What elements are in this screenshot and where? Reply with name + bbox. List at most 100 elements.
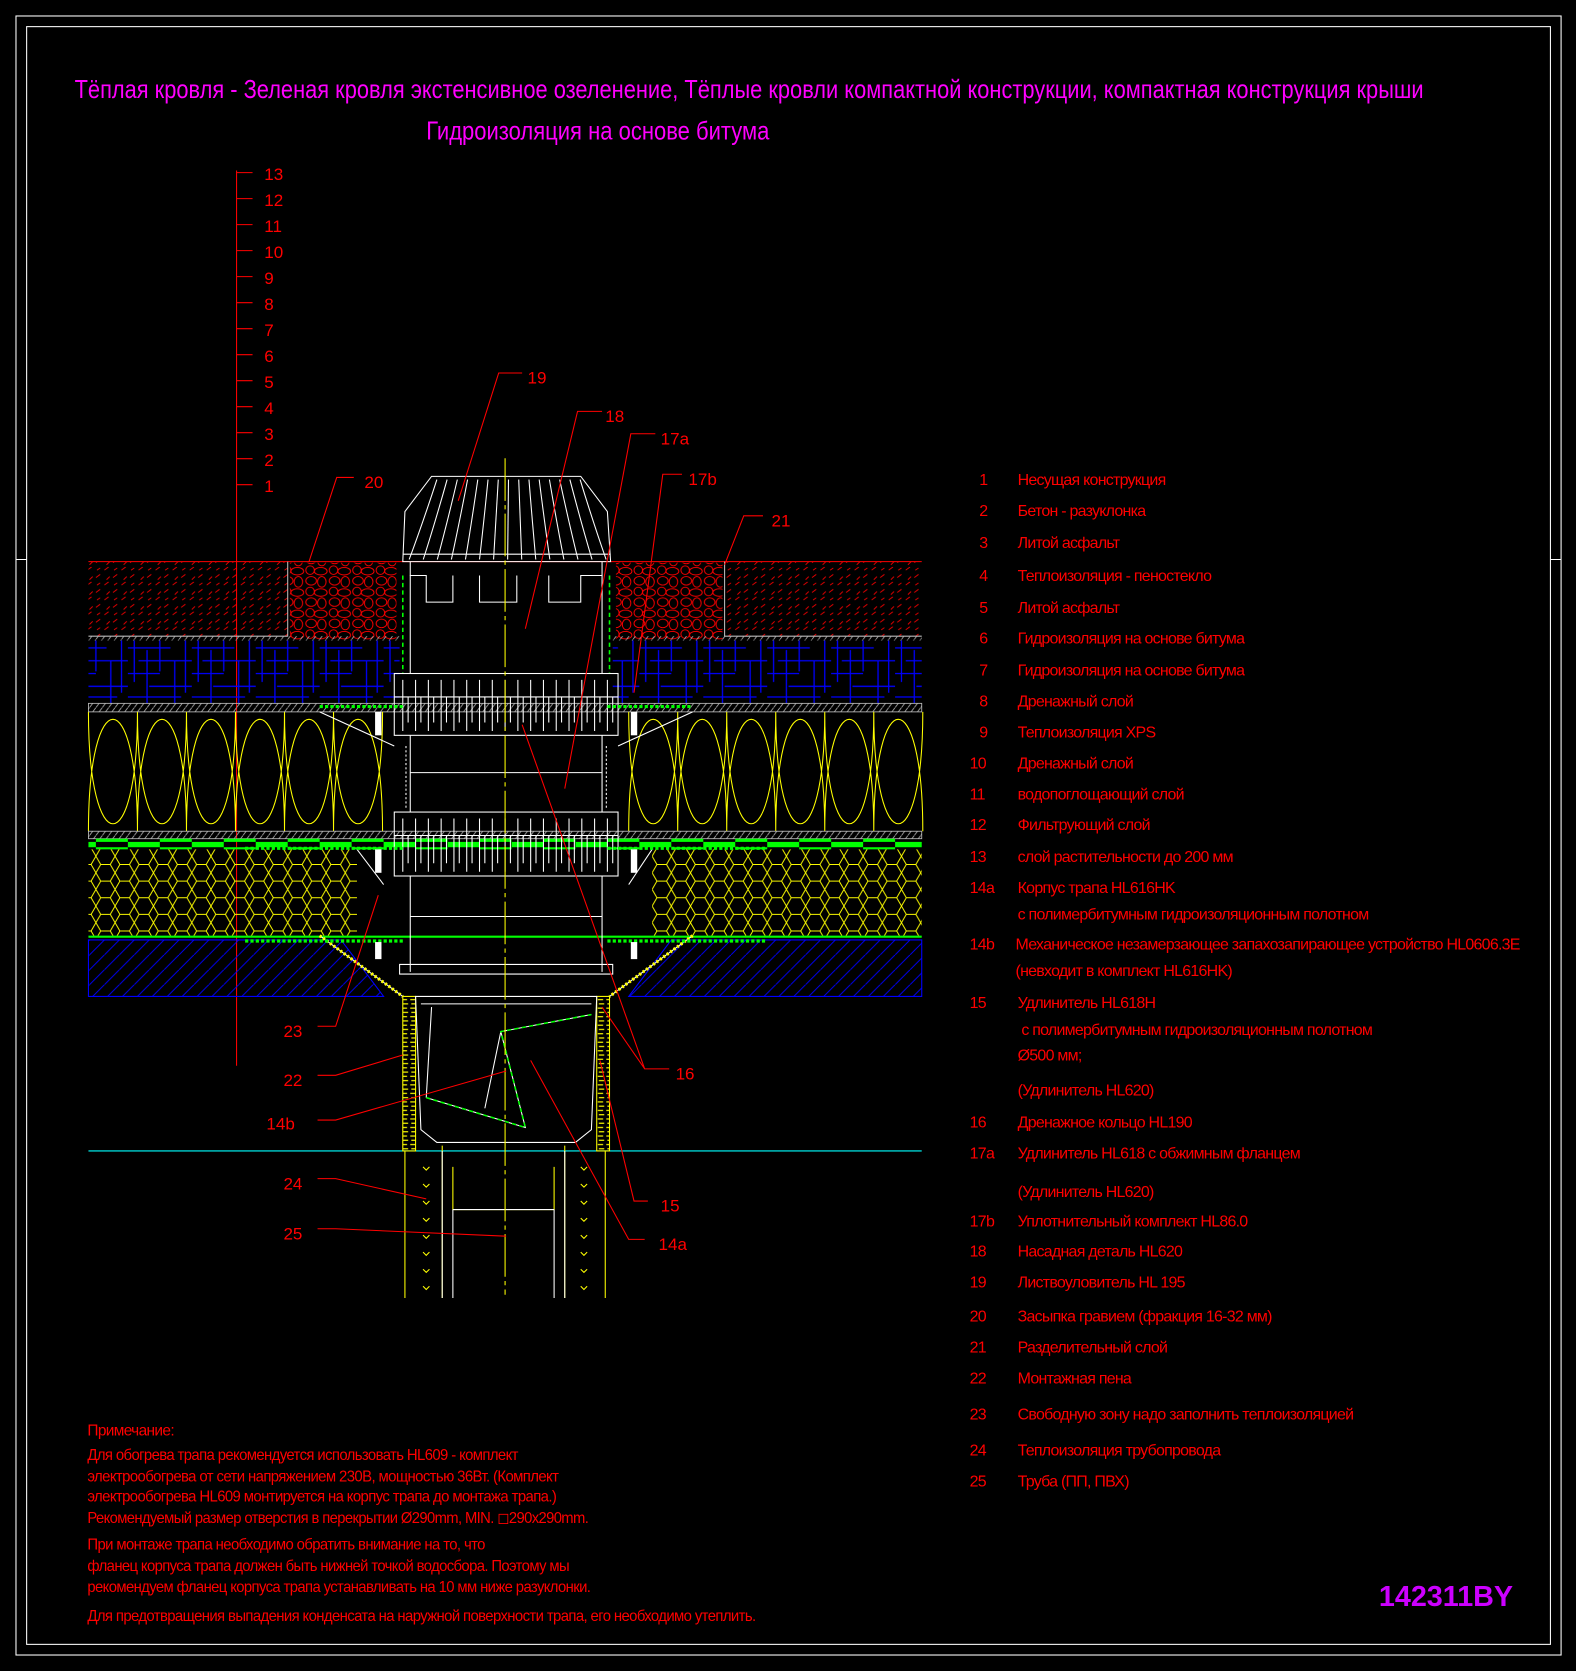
legend-num: 5 [979, 600, 988, 617]
legend-num: 14b [970, 937, 995, 954]
legend-num: 16 [970, 1114, 987, 1131]
legend-num: 10 [970, 755, 987, 772]
ring-slot [440, 679, 448, 732]
legend-text: Дренажное кольцо HL190 [1018, 1114, 1193, 1131]
insulation-mark [422, 1234, 588, 1240]
layer-insulation-xps [87, 711, 924, 832]
ring-slot [517, 679, 524, 732]
drainage-ring [393, 811, 619, 877]
dome-rib [569, 479, 593, 560]
legend-num: 19 [970, 1274, 987, 1291]
layer-drainage-blue [88, 640, 400, 704]
title-line-2: Гидроизоляция на основе битума [426, 118, 770, 146]
dome-rib [408, 479, 438, 560]
layer-foamglass [88, 849, 357, 936]
notes-line: При монтаже трапа необходимо обратить вн… [87, 1537, 485, 1554]
legend-num: 22 [970, 1370, 987, 1387]
callout-17b: 17b [688, 470, 716, 489]
legend-text: Удлинитель HL618H [1018, 995, 1156, 1012]
drawing-code: 142311BY [1379, 1581, 1513, 1613]
ring-slot [594, 679, 601, 732]
insulation-loops [87, 711, 384, 832]
legend-text: Гидроизоляция на основе битума [1018, 631, 1245, 648]
insulation-mark [422, 1268, 588, 1274]
scale-label: 13 [264, 165, 283, 184]
legend-num: 21 [970, 1339, 987, 1356]
ring-slot [530, 679, 537, 732]
scale-label: 5 [264, 373, 273, 392]
scale-label: 1 [264, 477, 273, 496]
insulation-mark [422, 1183, 588, 1188]
ring-slot [555, 818, 563, 872]
callout-19: 19 [527, 369, 546, 388]
ring-slot [517, 818, 524, 872]
insulation-mark [422, 1166, 588, 1171]
ring-slot [568, 818, 575, 872]
dome-rib [518, 479, 523, 560]
scale-label: 6 [264, 347, 273, 366]
notes-line: фланец корпуса трапа должен быть нижней … [87, 1558, 569, 1575]
ring-slot [542, 679, 550, 732]
callout-labels: 19 18 17a 17b 20 21 23 22 14b 24 25 16 1… [266, 369, 790, 1254]
legend-text: Корпус трапа HL616HK [1018, 880, 1176, 897]
leader-lines [308, 372, 763, 1240]
notes-line: электрообогрева HL609 монтируется на кор… [87, 1489, 556, 1506]
odour-trap-flap [425, 1007, 592, 1129]
legend-text: Труба (ПП, ПВХ) [1018, 1474, 1130, 1491]
legend-text: Удлинитель HL618 с обжимным фланцем [1018, 1145, 1300, 1162]
ring-slot [415, 679, 422, 732]
legend-text: Свободную зону надо заполнить теплоизоля… [1018, 1406, 1354, 1423]
legend-text-cont: с полимербитумным гидроизоляционным поло… [1018, 1022, 1373, 1039]
legend-text: Гидроизоляция на основе битума [1018, 663, 1245, 680]
callout-17a: 17a [661, 429, 690, 448]
ring-slot [530, 818, 537, 872]
callout-21: 21 [771, 511, 790, 530]
scale-label: 10 [264, 243, 283, 262]
scale-label: 11 [264, 217, 282, 236]
dome-rib [422, 479, 448, 560]
scale-label: 2 [264, 451, 273, 470]
legend-text-cont: (Удлинитель HL620) [1018, 1083, 1154, 1100]
side-funnels [319, 711, 693, 997]
ring-slot [568, 679, 575, 732]
legend-text: Засыпка гравием (фракция 16-32 мм) [1018, 1308, 1273, 1325]
legend-text: Теплоизоляция XPS [1018, 724, 1156, 741]
notes-line: электрообогрева от сети напряжением 230В… [87, 1468, 559, 1485]
dome-rib [436, 479, 458, 560]
insulation-mark [422, 1251, 588, 1257]
legend-num: 17b [970, 1214, 995, 1231]
callout-14b: 14b [266, 1115, 294, 1134]
legend-num: 13 [970, 849, 987, 866]
legend-num: 9 [979, 724, 988, 741]
notes-line: рекомендуем фланец корпуса трапа устанав… [87, 1579, 590, 1596]
callout-16: 16 [676, 1065, 695, 1084]
ring-slot [440, 818, 448, 872]
pipe-insulation-marks [422, 1166, 588, 1291]
legend-text-cont: (невходит в комплект HL616HK) [1016, 963, 1233, 980]
notes-line: Для предотвращения выпадения конденсата … [87, 1608, 755, 1625]
legend-text: Механическое незамерзающее запахозапираю… [1016, 937, 1520, 954]
legend-text-cont: (Удлинитель HL620) [1018, 1184, 1154, 1201]
legend-text: Дренажный слой [1018, 694, 1133, 711]
legend-text: Монтажная пена [1018, 1370, 1132, 1387]
ring-slot [453, 679, 460, 732]
legend-text: Теплоизоляция трубопровода [1018, 1443, 1222, 1460]
ring-slot [542, 818, 550, 872]
dome-rib [528, 479, 537, 560]
insulation-mark [422, 1285, 588, 1291]
callout-20: 20 [364, 473, 383, 492]
legend-text: Уплотнительный комплект HL86.0 [1018, 1214, 1249, 1231]
callout-23: 23 [283, 1022, 302, 1041]
scale-label: 3 [264, 425, 273, 444]
insulation-mark [422, 1200, 588, 1205]
legend-num: 12 [970, 817, 987, 834]
layer-gravel-fill [289, 562, 397, 640]
ring-slot [594, 818, 601, 872]
dome-rib [493, 479, 499, 560]
ring-slot [478, 679, 486, 732]
ring-slot [427, 818, 435, 872]
dome-rib [538, 479, 551, 560]
notes-line: Для обогрева трапа рекомендуется использ… [87, 1447, 518, 1464]
